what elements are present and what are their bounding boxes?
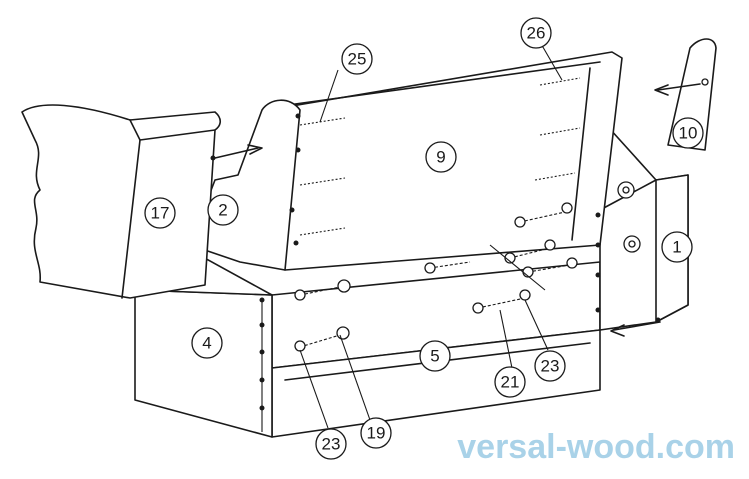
label-19-text: 19 [367, 424, 386, 443]
label-21-text: 21 [501, 373, 520, 392]
label-23-left-text: 23 [322, 435, 341, 454]
label-10-text: 10 [679, 124, 698, 143]
label-25-text: 25 [348, 50, 367, 69]
label-26: 26 [520, 17, 552, 49]
screws-25-26 [299, 41, 581, 236]
side-panel-1 [599, 117, 689, 331]
label-1-text: 1 [672, 238, 681, 257]
label-1: 1 [661, 231, 693, 263]
label-23-left: 23 [315, 428, 347, 460]
label-10: 10 [672, 117, 704, 149]
label-2: 2 [207, 194, 239, 226]
label-17-text: 17 [151, 204, 170, 223]
label-23-right-text: 23 [541, 357, 560, 376]
label-19: 19 [360, 417, 392, 449]
label-2-text: 2 [218, 201, 227, 220]
label-4: 4 [191, 327, 223, 359]
label-4-text: 4 [202, 334, 211, 353]
label-21: 21 [494, 366, 526, 398]
label-25: 25 [341, 43, 373, 75]
label-9: 9 [425, 141, 457, 173]
watermark: versal-wood.com [457, 428, 735, 466]
label-5-text: 5 [430, 347, 439, 366]
label-9-text: 9 [436, 148, 445, 167]
front-panel-5 [271, 261, 601, 438]
label-5: 5 [419, 340, 451, 372]
label-23-right: 23 [534, 350, 566, 382]
label-26-text: 26 [527, 24, 546, 43]
bolts [294, 202, 578, 429]
armrest-17 [21, 104, 222, 299]
label-17: 17 [144, 197, 176, 229]
dowel-dots [210, 113, 661, 411]
assembly-arrows [214, 83, 701, 337]
